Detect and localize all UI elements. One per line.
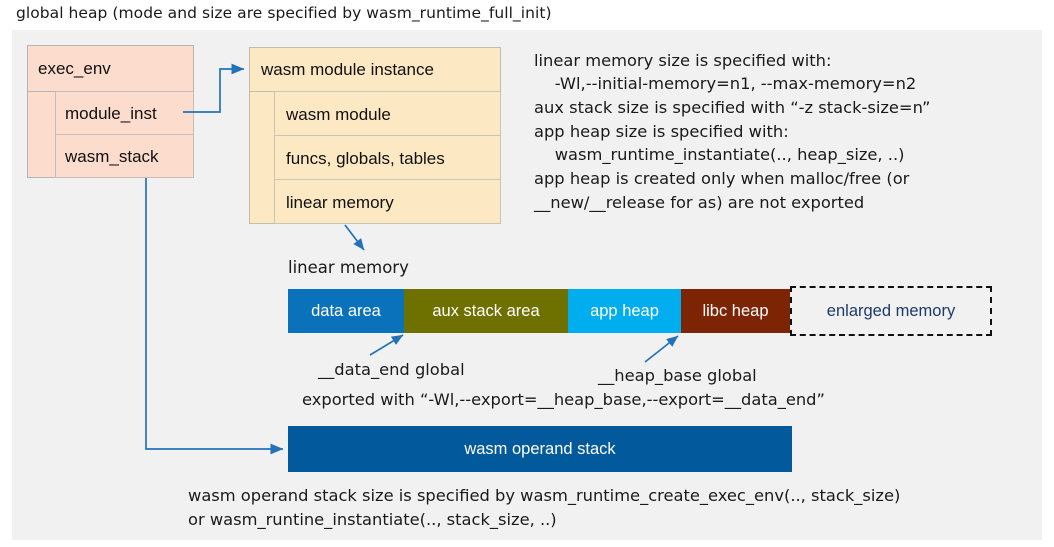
memory-segment-label: enlarged memory [826,301,956,320]
memory-segment-label: aux stack area [432,301,540,320]
module-instance-field-funcs-globals-tables: funcs, globals, tables [274,135,501,180]
exec-env-header-box: exec_env [27,45,194,92]
note-line-6: app heap is created only when malloc/fre… [534,169,910,188]
note-line-1: linear memory size is specified with: [534,51,832,70]
module-instance-header-box: wasm module instance [249,47,501,92]
note-line-2: -Wl,--initial-memory=n1, --max-memory=n2 [534,74,917,93]
operand-stack-note-line-2: or wasm_runtine_instantiate(.., stack_si… [188,510,557,529]
linear-memory-bar-label: linear memory [288,258,409,277]
wasm-operand-stack-label: wasm operand stack [464,439,616,458]
memory-segment-libc-heap: libc heap [681,289,790,333]
module-instance-field-label: linear memory [286,193,394,212]
wasm-operand-stack-bar: wasm operand stack [288,426,792,472]
exec-env-header-label: exec_env [38,59,111,78]
memory-segment-label: data area [311,301,381,320]
memory-segment-enlarged-memory: enlarged memory [790,286,992,336]
note-line-4: app heap size is specified with: [534,122,789,141]
annotation-exported-with: exported with “-Wl,--export=__heap_base,… [302,390,825,409]
module-instance-header-label: wasm module instance [261,60,434,79]
memory-segment-app-heap: app heap [568,289,681,333]
note-line-3: aux stack size is specified with “-z sta… [534,98,931,117]
module-instance-field-label: wasm module [286,105,391,124]
memory-segment-label: libc heap [702,301,769,320]
annotation-heap-base: __heap_base global [598,366,757,385]
memory-segment-aux-stack-area: aux stack area [404,289,568,333]
memory-segment-data-area: data area [288,289,404,333]
operand-stack-note-line-1: wasm operand stack size is specified by … [188,486,901,505]
annotation-data-end: __data_end global [318,360,465,379]
exec-env-field-module-inst: module_inst [55,91,194,135]
note-line-5: wasm_runtime_instantiate(.., heap_size, … [534,145,905,164]
exec-env-field-label: wasm_stack [65,147,159,166]
exec-env-field-label: module_inst [65,104,157,123]
diagram-title: global heap (mode and size are specified… [16,4,552,22]
memory-segment-label: app heap [590,301,659,320]
module-instance-field-linear-memory: linear memory [274,179,501,224]
note-line-7: __new/__release for as) are not exported [534,193,865,212]
module-instance-field-label: funcs, globals, tables [286,149,445,168]
exec-env-field-wasm-stack: wasm_stack [55,134,194,178]
module-instance-field-wasm-module: wasm module [274,91,501,136]
